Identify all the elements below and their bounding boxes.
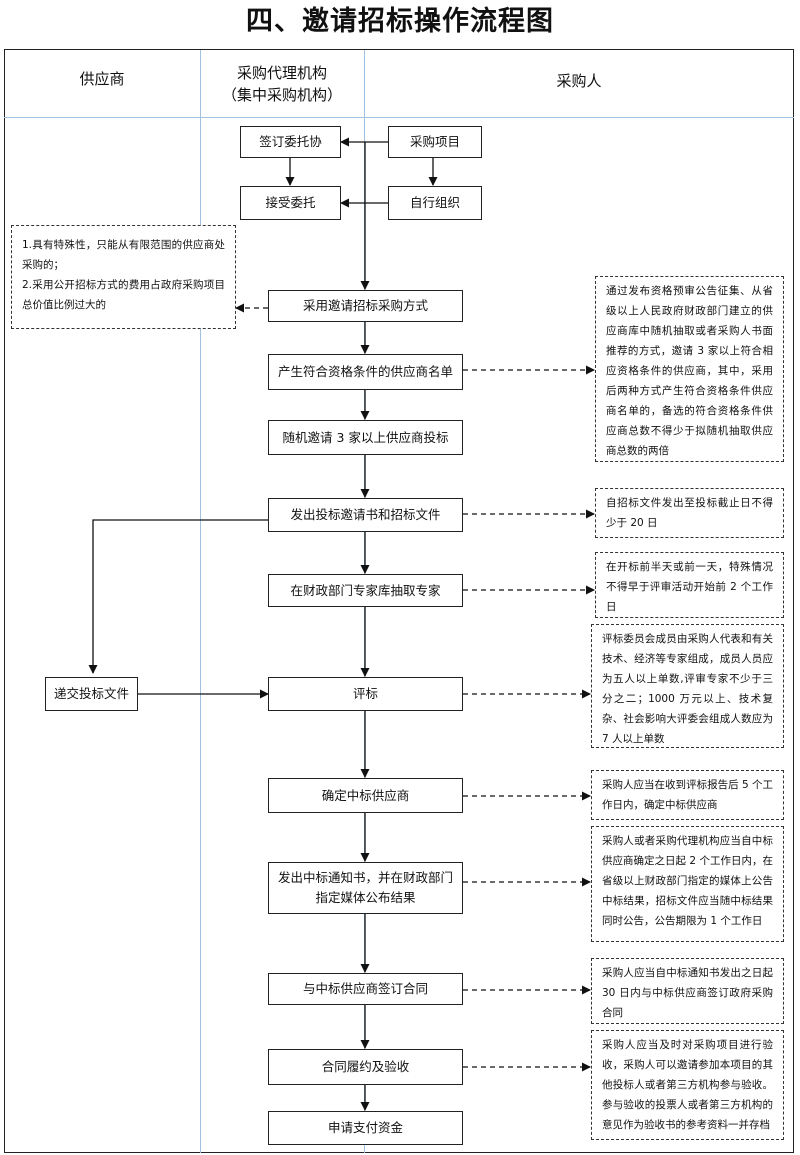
lane-header-agency: 采购代理机构 （集中采购机构） [200,62,364,106]
page-title: 四、邀请招标操作流程图 [246,6,554,37]
step-evaluate-bids: 评标 [268,677,463,711]
note-supplier-list-rules: 通过发布资格预审公告征集、从省级以上人民政府财政部门建立的供应商库中随机抽取或者… [595,276,784,462]
lane-divider-1 [200,50,201,1153]
step-procurement-project: 采购项目 [388,126,482,158]
lane-header-agency-line2: （集中采购机构） [221,86,342,104]
step-sign-agreement: 签订委托协 [240,126,341,158]
step-supplier-list: 产生符合资格条件的供应商名单 [268,354,463,390]
step-invite-method: 采用邀请招标采购方式 [268,290,463,322]
step-self-organize: 自行组织 [388,186,482,220]
note-committee-composition: 评标委员会成员由采购人代表和有关技术、经济等专家组成，成员人员应为五人以上单数,… [591,624,784,748]
step-award-notice-line1: 发出中标通知书，并在财政部门 [277,870,453,885]
note-result-announcement: 采购人或者采购代理机构应当自中标供应商确定之日起 2 个工作日内，在省级以上财政… [591,826,784,942]
note-winner-deadline: 采购人应当在收到评标报告后 5 个工作日内，确定中标供应商 [591,770,784,820]
step-determine-winner: 确定中标供应商 [268,778,463,813]
lane-header-agency-line1: 采购代理机构 [236,64,327,82]
step-submit-bid: 递交投标文件 [45,677,138,711]
step-award-notice: 发出中标通知书，并在财政部门 指定媒体公布结果 [268,862,463,914]
step-sign-contract: 与中标供应商签订合同 [268,973,463,1005]
step-apply-payment: 申请支付资金 [268,1111,463,1145]
step-issue-documents: 发出投标邀请书和招标文件 [268,498,463,532]
step-award-notice-line2: 指定媒体公布结果 [315,890,416,905]
note-bid-deadline: 自招标文件发出至投标截止日不得少于 20 日 [595,488,784,538]
arrow-issue-to-submit [88,519,268,674]
lane-header-purchaser: 采购人 [556,72,602,90]
step-accept-commission: 接受委托 [240,186,341,220]
note-contract-deadline: 采购人应当自中标通知书发出之日起 30 日内与中标供应商签订政府采购合同 [591,958,784,1024]
step-draw-experts: 在财政部门专家库抽取专家 [268,574,463,607]
header-divider [4,117,794,118]
note-expert-timing: 在开标前半天或前一天，特殊情况不得早于评审活动开始前 2 个工作日 [595,552,784,618]
step-random-invite: 随机邀请 3 家以上供应商投标 [268,420,463,455]
step-contract-acceptance: 合同履约及验收 [268,1049,463,1085]
lane-header-supplier: 供应商 [79,70,125,88]
note-acceptance-rules: 采购人应当及时对采购项目进行验收，采购人可以邀请参加本项目的其他投标人或者第三方… [591,1030,784,1140]
diagram-frame [4,49,794,1153]
note-invite-conditions: 1.具有特殊性，只能从有限范围的供应商处采购的； 2.采用公开招标方式的费用占政… [11,225,236,329]
